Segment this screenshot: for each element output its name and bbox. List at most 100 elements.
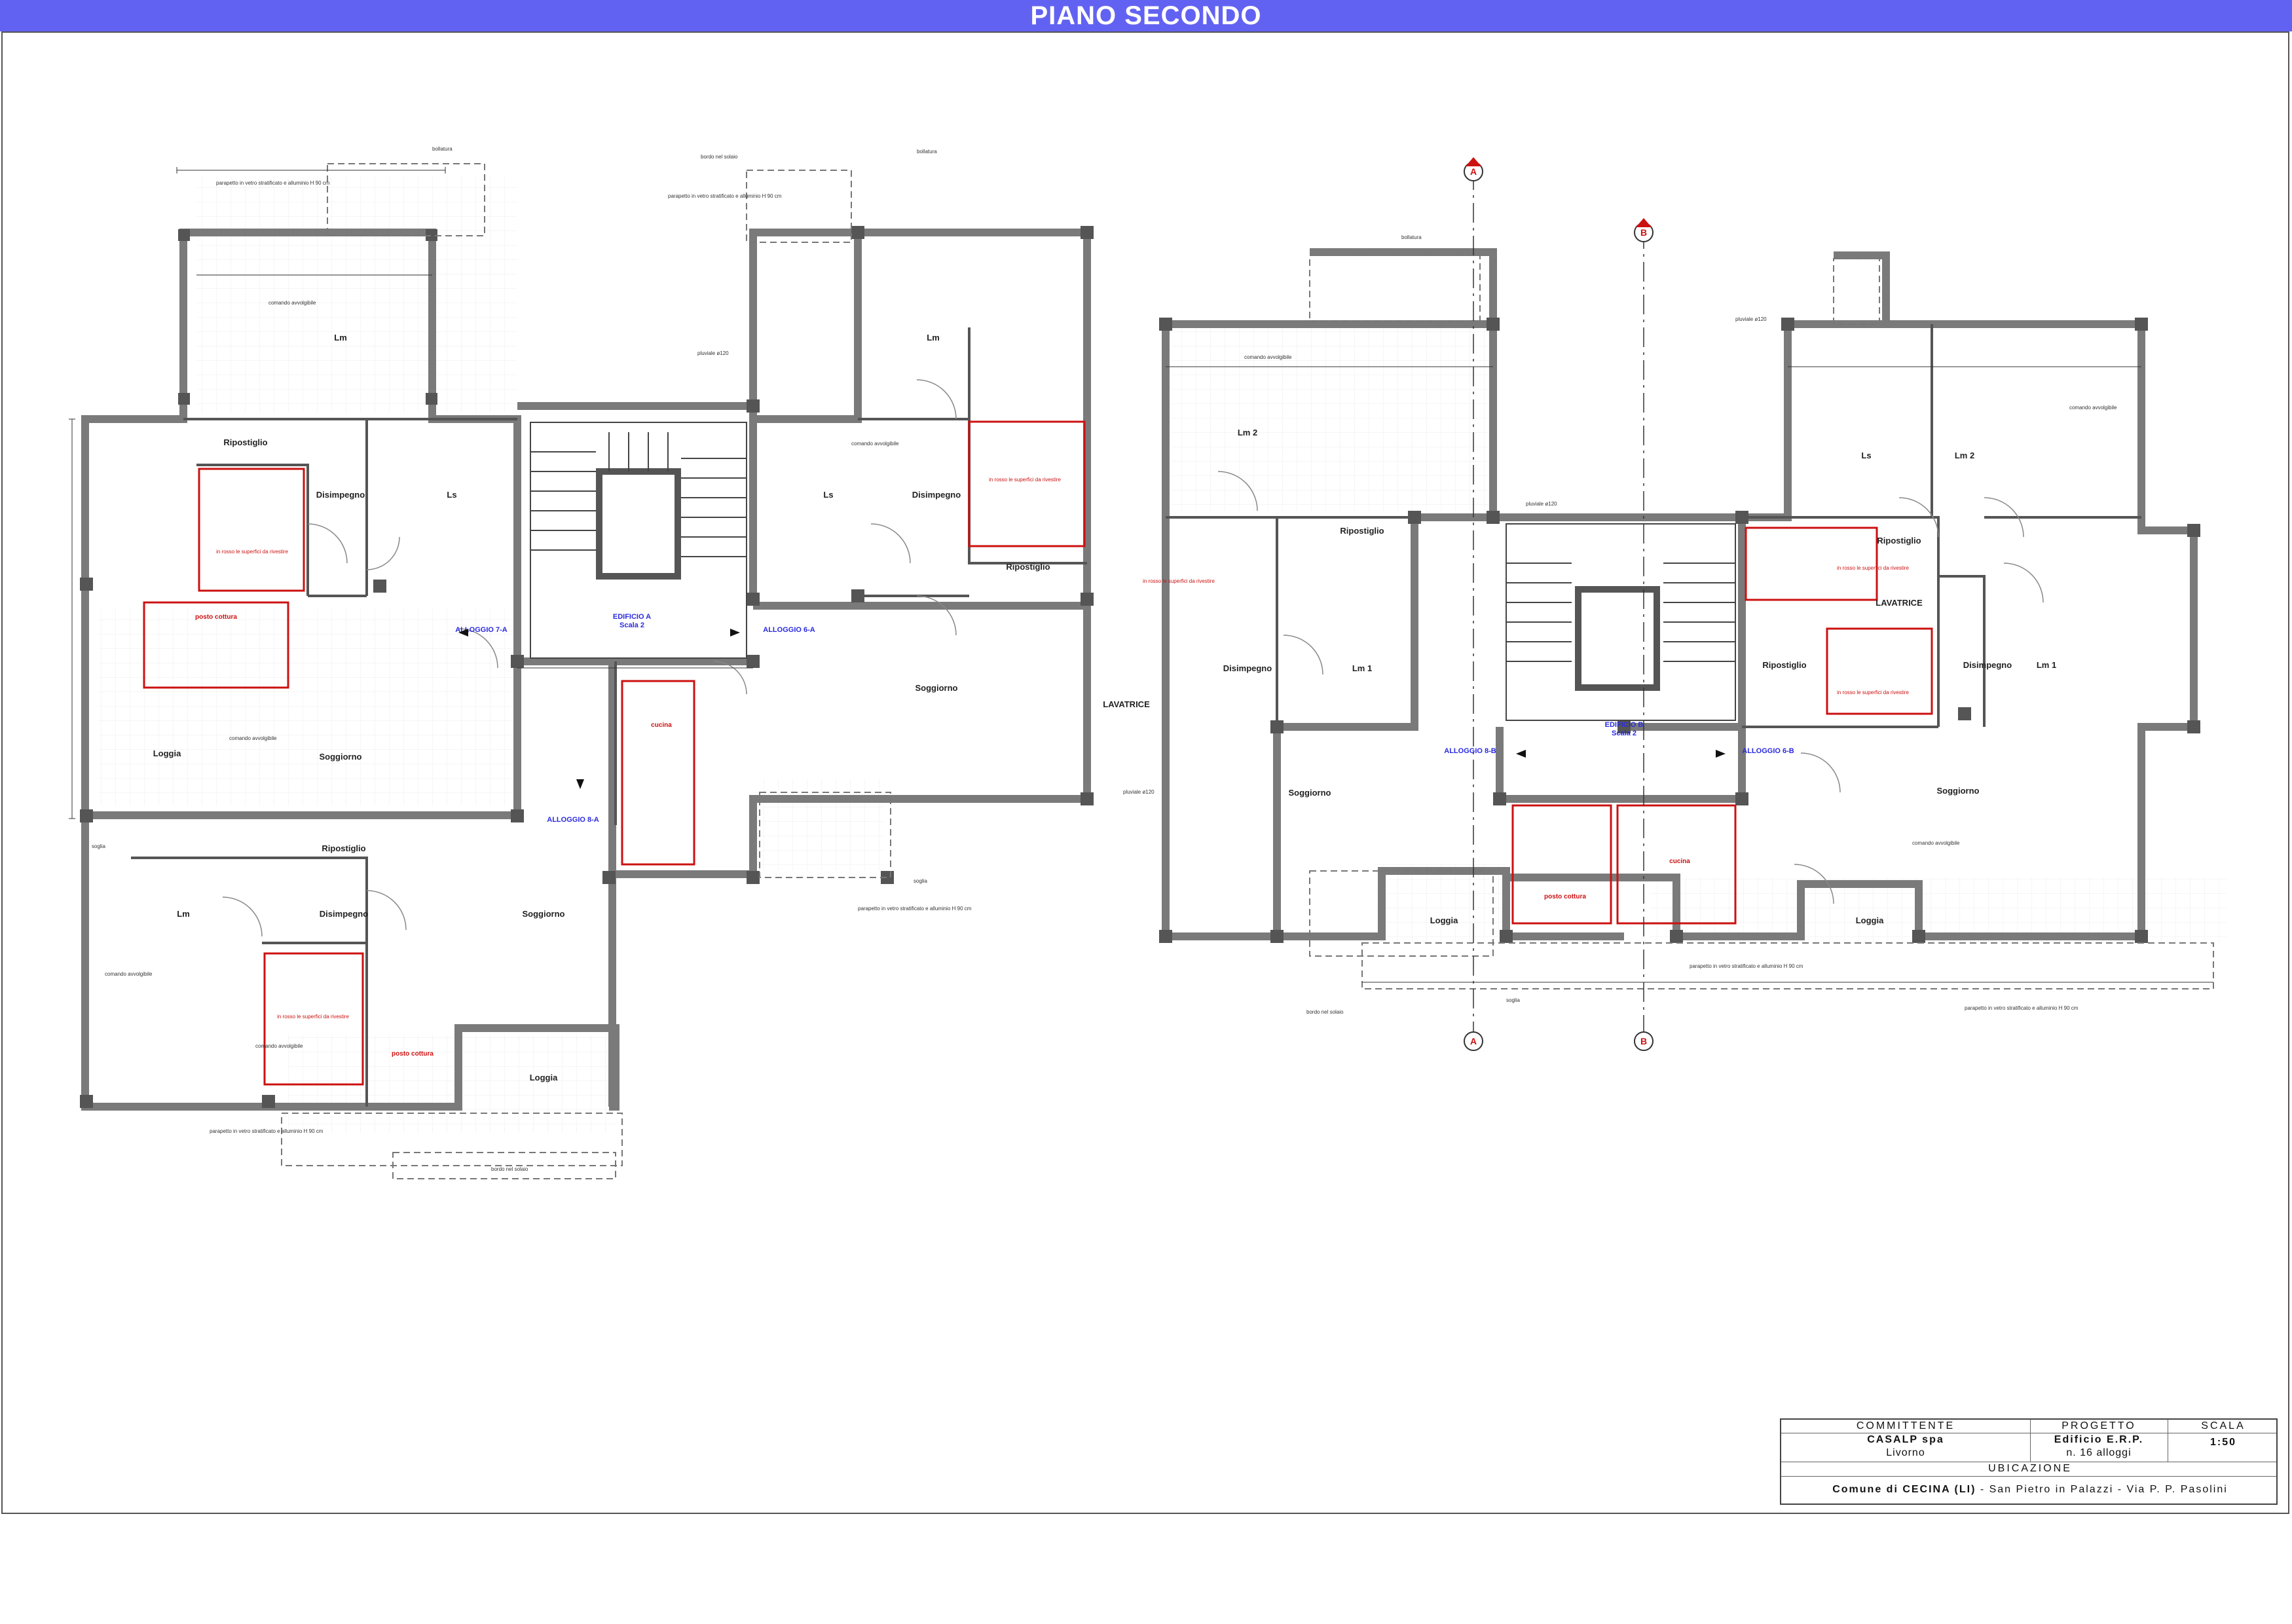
parapetto-note-2: parapetto in vetro stratificato e allumi… <box>668 193 782 199</box>
pluviale-note-4: pluviale ø120 <box>1123 789 1155 795</box>
room-soggiorno-a3: Soggiorno <box>915 683 958 693</box>
room-ripostiglio-a2: Ripostiglio <box>322 843 365 853</box>
building-b-stair: Scala 2 <box>1612 729 1636 737</box>
posto-cottura-a2: posto cottura <box>392 1050 434 1058</box>
soglia-note-3: soglia <box>92 843 105 849</box>
bollatura-note-3: bollatura <box>917 149 937 155</box>
bollatura-note-1: bollatura <box>432 146 453 152</box>
room-lm-a2: Lm <box>177 909 190 919</box>
comando-note-8: comando avvolgibile <box>1912 840 1960 846</box>
room-lm2-b2: Lm 2 <box>1955 451 1974 460</box>
room-disimpegno-b1: Disimpegno <box>1223 663 1272 673</box>
comando-note-4: comando avvolgibile <box>2069 405 2117 411</box>
section-b-bottom: B <box>1640 1036 1647 1046</box>
in-rosso-a2: in rosso le superfici da rivestire <box>277 1014 349 1020</box>
bordo-note-3: bordo nel solaio <box>491 1166 528 1172</box>
room-soggiorno-b2: Soggiorno <box>1937 786 1980 796</box>
room-ripostiglio-a1: Ripostiglio <box>223 437 267 447</box>
room-ripostiglio-b1: Ripostiglio <box>1340 526 1384 536</box>
comando-note-3: comando avvolgibile <box>1244 354 1292 360</box>
drawing-frame <box>1 31 2289 1514</box>
scala-value: 1:50 <box>2209 1437 2237 1448</box>
room-ls-a3: Ls <box>823 490 833 500</box>
room-ls-b2: Ls <box>1861 451 1871 460</box>
section-b-top: B <box>1640 227 1647 238</box>
title-block: COMMITTENTE PROGETTO SCALA CASALP spa Li… <box>1780 1418 2278 1505</box>
room-ripostiglio-b3: Ripostiglio <box>1762 660 1806 670</box>
room-lm1-b1: Lm 1 <box>1352 663 1372 673</box>
bollatura-note-2: bollatura <box>1401 234 1422 240</box>
room-loggia-a2: Loggia <box>530 1073 558 1082</box>
room-lm1-b2: Lm 1 <box>2037 660 2056 670</box>
comando-note-2: comando avvolgibile <box>851 441 899 447</box>
parapetto-note-1: parapetto in vetro stratificato e allumi… <box>216 180 330 186</box>
room-loggia-a1: Loggia <box>153 748 181 758</box>
building-a-name: EDIFICIO A <box>613 613 651 621</box>
alloggio-8a: ALLOGGIO 8-A <box>547 816 599 824</box>
committente-city: Livorno <box>1886 1447 1925 1458</box>
section-a-top: A <box>1470 166 1477 177</box>
progetto-name: Edificio E.R.P. <box>2054 1434 2144 1445</box>
room-soggiorno-a2: Soggiorno <box>523 909 565 919</box>
bordo-note-2: bordo nel solaio <box>1306 1009 1344 1015</box>
progetto-sub: n. 16 alloggi <box>2066 1447 2132 1458</box>
building-b-name: EDIFICIO B <box>1605 721 1644 729</box>
page-title: PIANO SECONDO <box>0 0 2292 31</box>
section-markers <box>1464 157 1654 1051</box>
room-soggiorno-b1: Soggiorno <box>1289 788 1331 798</box>
progetto-label: PROGETTO <box>2061 1420 2136 1431</box>
scala-label: SCALA <box>2201 1420 2246 1431</box>
room-soggiorno-a1: Soggiorno <box>320 752 362 762</box>
alloggio-7a: ALLOGGIO 7-A <box>455 626 508 634</box>
in-rosso-b2: in rosso le superfici da rivestire <box>1837 690 1909 695</box>
parapetto-note-5: parapetto in vetro stratificato e allumi… <box>1965 1005 2079 1011</box>
in-rosso-a3: in rosso le superfici da rivestire <box>989 477 1061 483</box>
committente-label: COMMITTENTE <box>1856 1420 1955 1431</box>
comando-note-6: comando avvolgibile <box>105 971 153 977</box>
parapetto-note-3: parapetto in vetro stratificato e allumi… <box>858 906 972 912</box>
alloggio-8b: ALLOGGIO 8-B <box>1444 747 1496 755</box>
room-ripostiglio-a3: Ripostiglio <box>1006 562 1050 572</box>
alloggio-6b: ALLOGGIO 6-B <box>1742 747 1794 755</box>
pluviale-note-1: pluviale ø120 <box>697 350 729 356</box>
room-ls-a1: Ls <box>447 490 456 500</box>
building-b <box>1159 248 2227 989</box>
room-lm2-b1: Lm 2 <box>1238 428 1257 437</box>
ubicazione-value: Comune di CECINA (LI) - San Pietro in Pa… <box>1781 1484 2279 1496</box>
room-disimpegno-a3: Disimpegno <box>912 490 961 500</box>
comando-note-5: comando avvolgibile <box>229 735 277 741</box>
cucina-b2: cucina <box>1669 858 1690 865</box>
comando-note-7: comando avvolgibile <box>255 1043 303 1049</box>
building-a <box>69 163 1094 1179</box>
committente-name: CASALP spa <box>1867 1434 1944 1445</box>
soglia-note-2: soglia <box>1506 997 1520 1003</box>
ubicazione-label: UBICAZIONE <box>1988 1463 2072 1474</box>
soglia-note-1: soglia <box>914 878 927 884</box>
room-labels: Lm Ls Ripostiglio Disimpegno Soggiorno L… <box>153 333 2056 1082</box>
cucina-a3: cucina <box>651 722 672 729</box>
room-loggia-b1: Loggia <box>1430 915 1458 925</box>
room-disimpegno-a1: Disimpegno <box>316 490 365 500</box>
ubicazione-comune: Comune di CECINA (LI) <box>1832 1484 1976 1495</box>
room-lavatrice-b: LAVATRICE <box>1876 598 1923 608</box>
room-ripostiglio-b2: Ripostiglio <box>1877 536 1921 545</box>
posto-cottura-b1: posto cottura <box>1544 893 1586 900</box>
room-lm-a1: Lm <box>334 333 347 342</box>
in-rosso-a1: in rosso le superfici da rivestire <box>216 549 288 555</box>
posto-cottura-a1: posto cottura <box>195 614 237 621</box>
comando-note-1: comando avvolgibile <box>268 300 316 306</box>
parapetto-note-4: parapetto in vetro stratificato e allumi… <box>1690 963 1803 969</box>
pluviale-note-2: pluviale ø120 <box>1526 501 1557 507</box>
bordo-note-1: bordo nel solaio <box>701 154 738 160</box>
alloggio-6a: ALLOGGIO 6-A <box>763 626 815 634</box>
section-a-bottom: A <box>1470 1036 1477 1046</box>
room-disimpegno-b2: Disimpegno <box>1963 660 2012 670</box>
room-lavatrice-a: LAVATRICE <box>1103 699 1150 709</box>
pluviale-note-3: pluviale ø120 <box>1735 316 1767 322</box>
room-lm-a3: Lm <box>927 333 940 342</box>
room-loggia-b2: Loggia <box>1856 915 1884 925</box>
parapetto-note-6: parapetto in vetro stratificato e allumi… <box>210 1128 323 1134</box>
in-rosso-b1: in rosso le superfici da rivestire <box>1837 565 1909 571</box>
building-a-stair: Scala 2 <box>619 621 644 629</box>
